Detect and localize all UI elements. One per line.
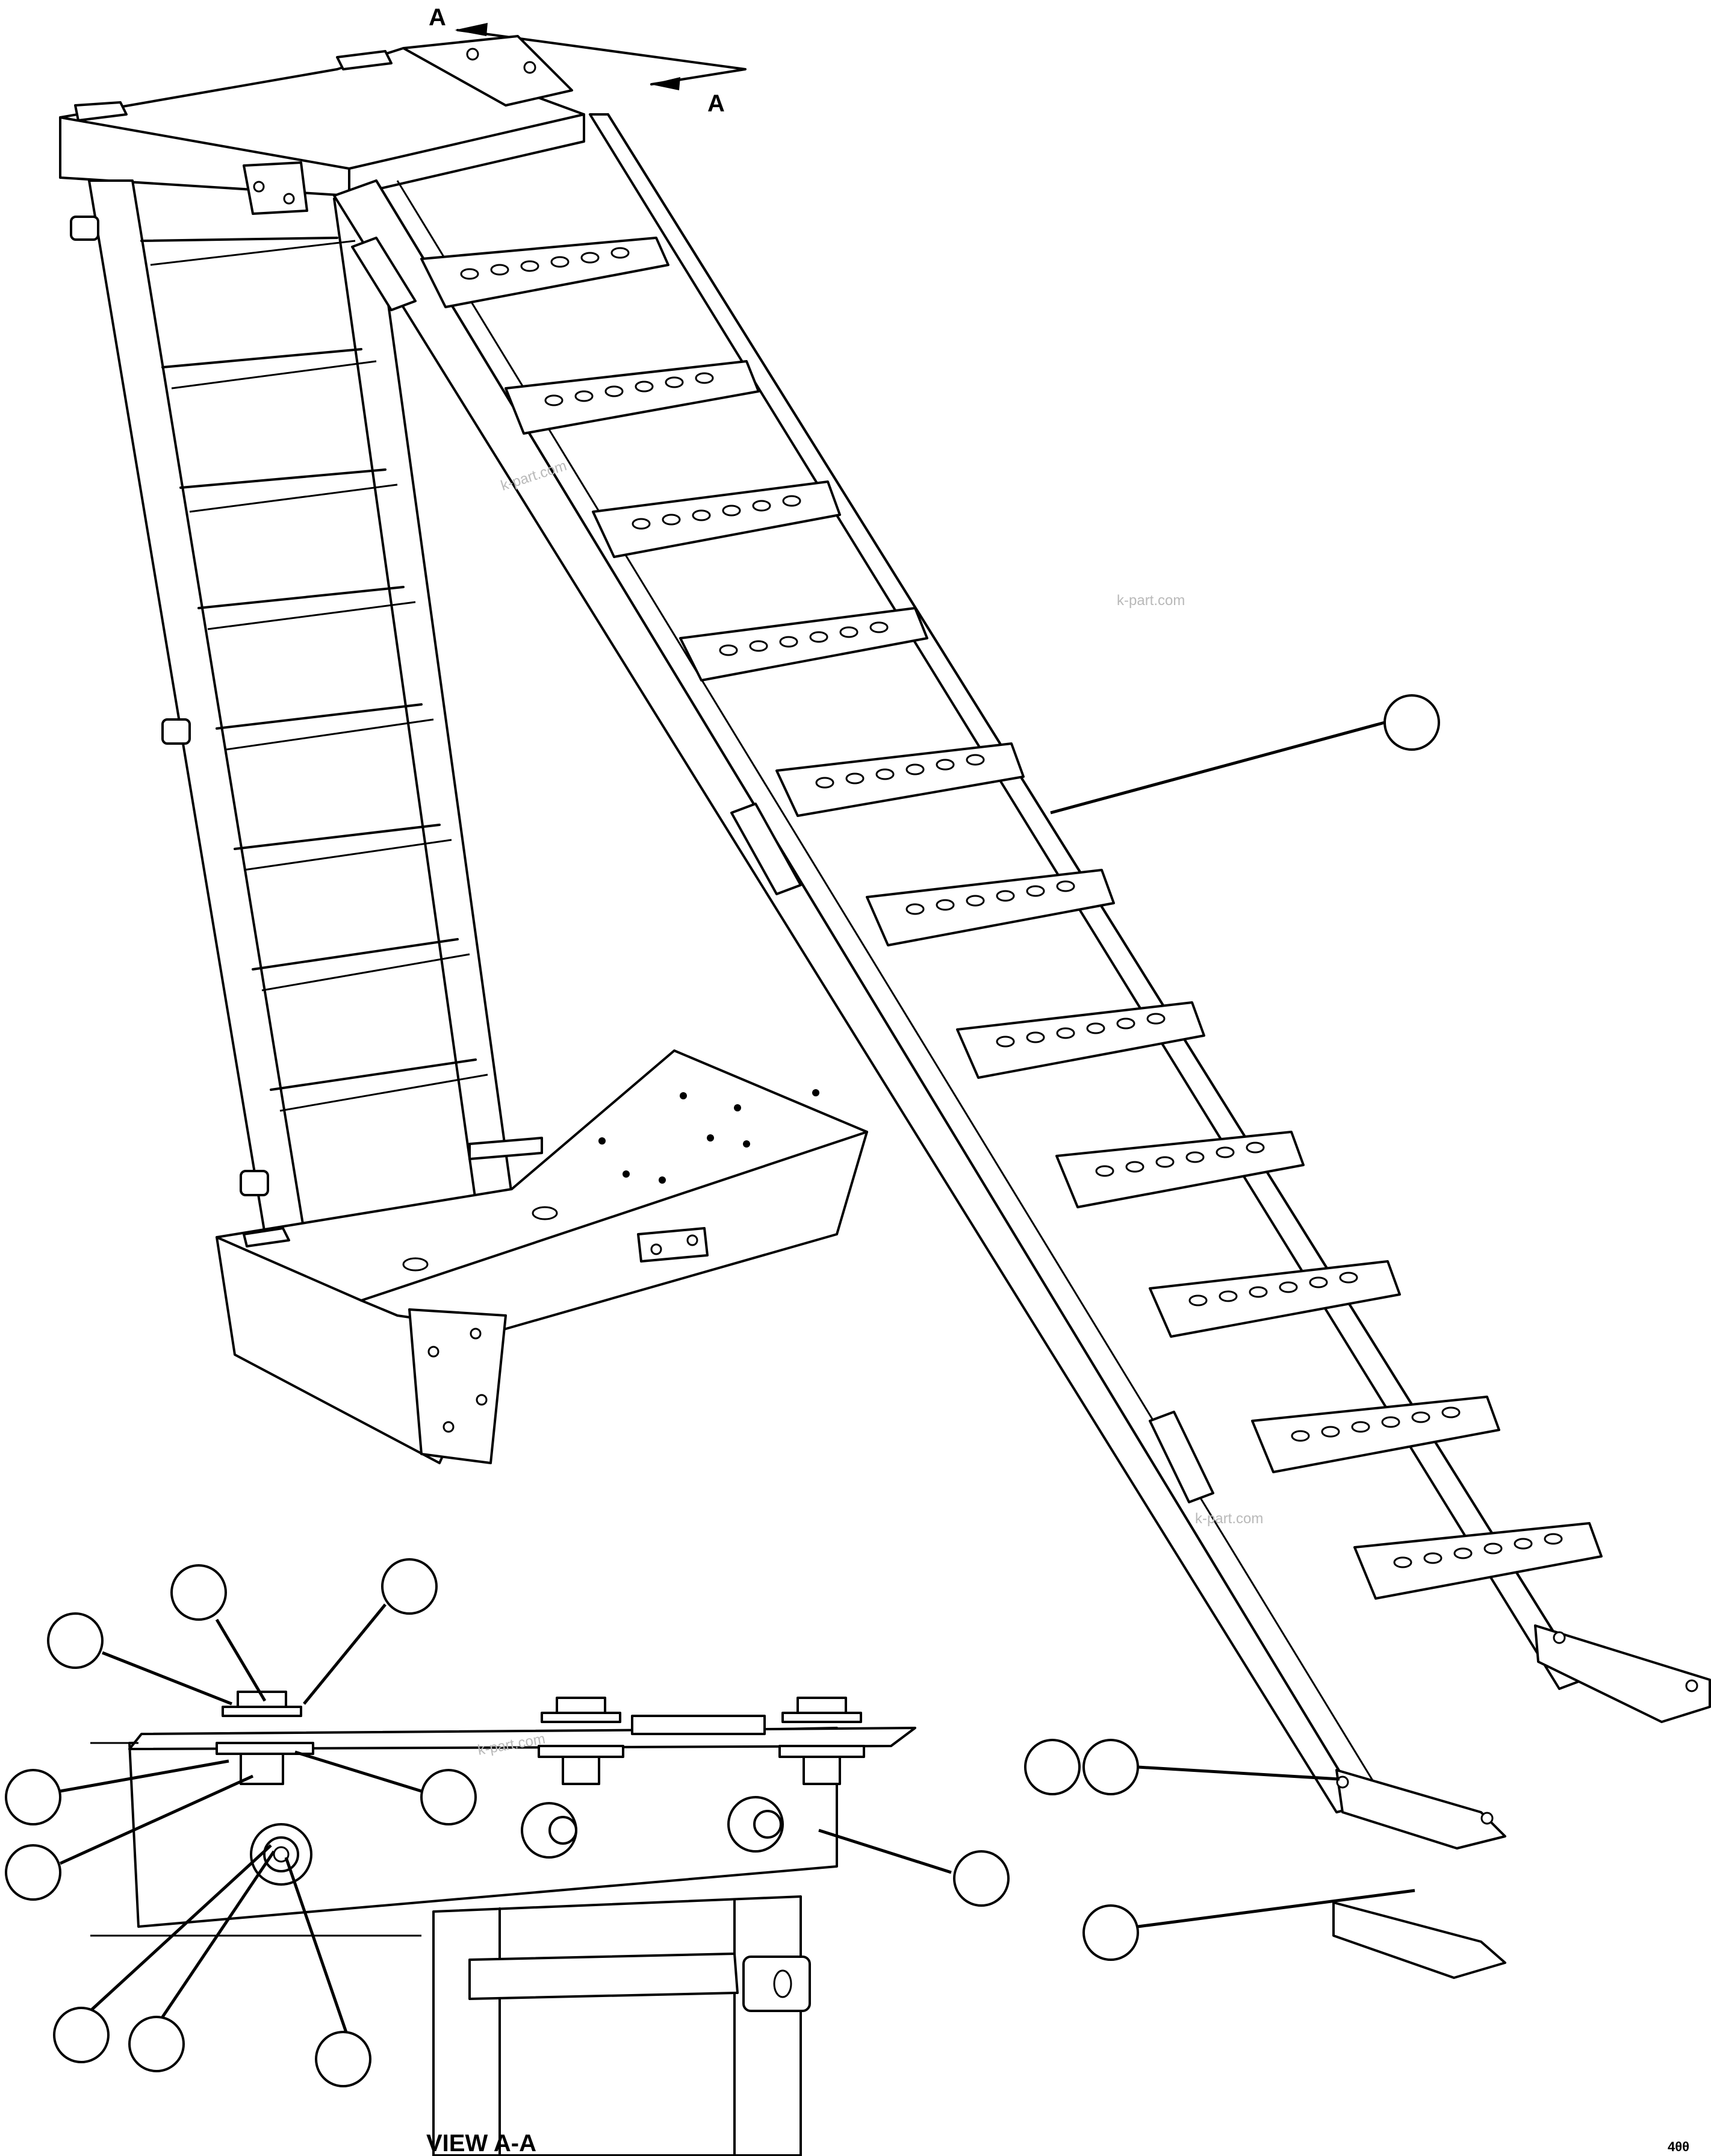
watermark-3: k-part.com: [1195, 1511, 1263, 1527]
view-a-a-detail: [90, 1691, 916, 2156]
callout-balloon-washer: [47, 1612, 104, 1669]
page-code: 4θθ: [1668, 2139, 1689, 2154]
view-a-a-label: VIEW A-A: [426, 2130, 536, 2156]
callout-balloon-plate: [420, 1769, 477, 1825]
tread-perforations: [460, 247, 1563, 1568]
leader-lines: [59, 721, 1415, 2042]
callout-balloon-washer-top: [381, 1558, 438, 1615]
staircase: [333, 113, 1711, 1979]
section-cut-marker: A A: [429, 4, 747, 117]
callout-balloon-foot-a: [1024, 1739, 1081, 1795]
section-label-bottom: A: [707, 90, 725, 117]
callout-balloons: [5, 694, 1440, 2087]
bolt-stack-center: [521, 1697, 624, 1859]
callout-balloon-side-washer: [128, 2016, 185, 2072]
bolt-stack-right: [727, 1697, 865, 1853]
callout-balloon-base-plate: [1082, 1904, 1139, 1961]
callout-balloon-stair: [1383, 694, 1440, 751]
callout-balloon-nut: [5, 1844, 61, 1901]
upper-platform: [59, 35, 585, 215]
callout-balloon-bracket: [953, 1850, 1010, 1907]
watermarks: k-part.com k-part.com k-part.com k-part.…: [476, 458, 1263, 1759]
callout-balloon-side-nut: [315, 2031, 371, 2087]
stair-treads: [420, 237, 1603, 1600]
callout-balloon-bolt: [170, 1564, 227, 1621]
callout-balloon-foot-b: [1082, 1739, 1139, 1795]
lower-base-box: [216, 1049, 868, 1464]
callout-balloon-spacer: [5, 1769, 61, 1825]
section-label-top: A: [429, 4, 446, 31]
watermark-2: k-part.com: [1117, 592, 1185, 609]
callout-balloon-side-bolt: [53, 2007, 110, 2063]
vertical-ladder: [70, 179, 513, 1235]
